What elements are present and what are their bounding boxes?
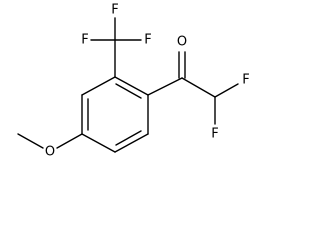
methoxy-group: O [17,133,83,160]
bond-ring-o-methoxy [56,133,83,149]
trifluoromethyl-group: F F F [81,3,152,78]
atom-label-o-ketone: O [177,35,187,50]
ring-bond-c4-c5 [81,133,116,153]
atom-label-f-cf3-top: F [111,3,118,18]
bond-carbonyl-chf2 [181,77,216,98]
atom-label-f-chf2-bottom: F [211,127,218,142]
atom-label-f-cf3-left: F [81,33,88,48]
ring-bond-c2-c3 [81,76,116,96]
bond-ring-carbonyl [147,77,183,96]
ring-bond-c5-c6-inner [115,130,142,146]
ring-bond-c5-c6 [114,133,149,153]
difluoroacetyl-group: O F F [147,35,250,142]
ring-bond-c1-c2 [114,76,149,96]
atom-label-f-chf2-top: F [242,73,249,88]
benzene-ring [81,76,149,153]
bond-o-methyl [17,133,44,149]
atom-label-o-methoxy: O [45,145,55,160]
bond-chf2-f-top [214,83,239,98]
molecule-structure: F F F O F F O [17,3,250,160]
ring-bond-c1-c2-inner [115,83,142,99]
atom-label-f-cf3-right: F [144,33,151,48]
